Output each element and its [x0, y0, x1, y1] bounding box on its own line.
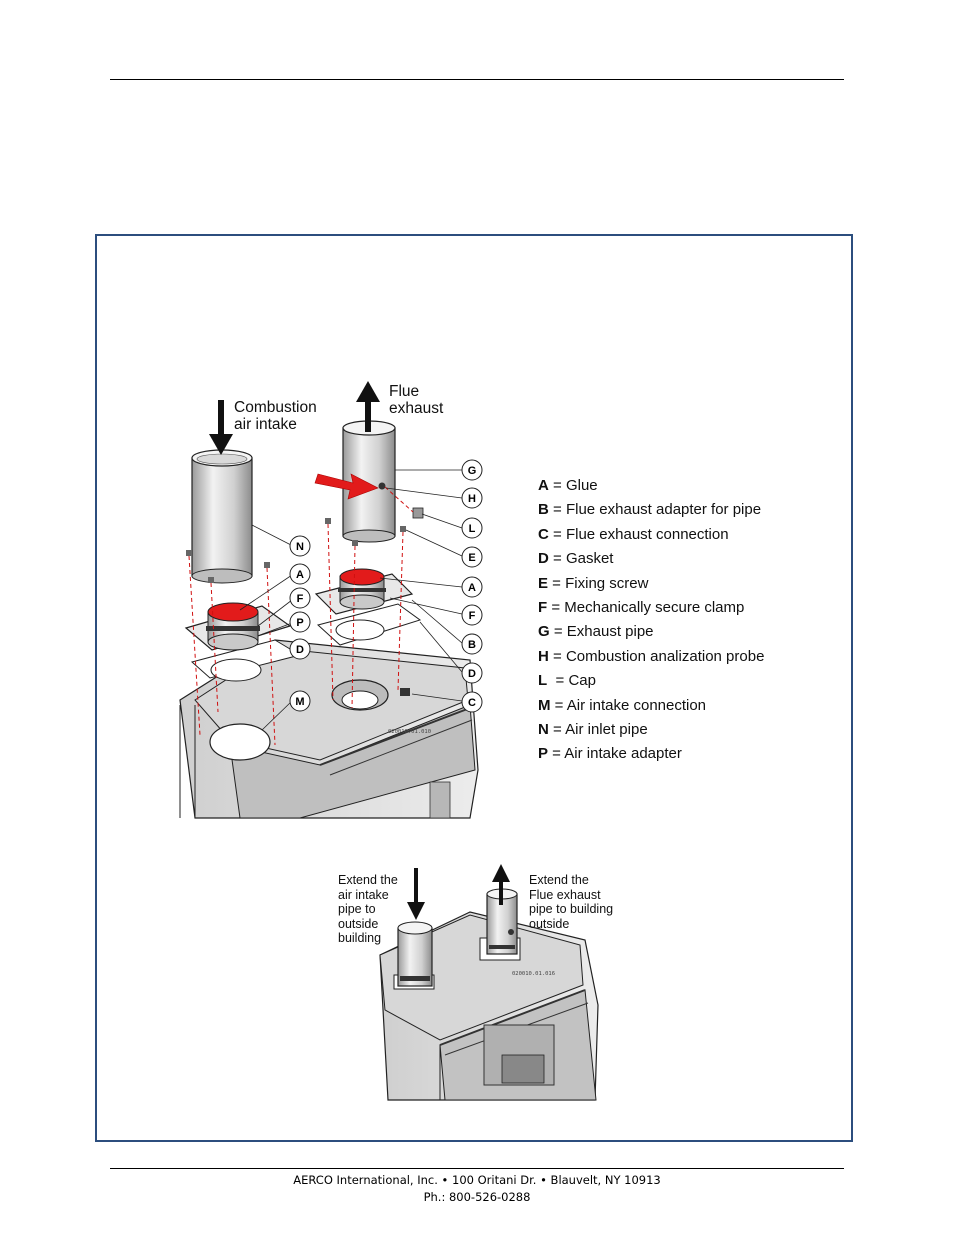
callout-n: N [296, 541, 304, 553]
installed-view-drawing: 020010.01.016 [379, 864, 599, 1101]
footer-rule [110, 1168, 844, 1169]
intake-arrow [209, 400, 233, 455]
air-inlet-pipe [191, 449, 253, 584]
legend-item-b: B = Flue exhaust adapter for pipe [538, 501, 762, 519]
legend-item-n: N = Air inlet pipe [538, 721, 648, 739]
legend-item-e: E = Fixing screw [538, 574, 649, 592]
legend-item-p: P = Air intake adapter [538, 745, 682, 763]
callout-a-left: A [296, 569, 304, 581]
legend-item-c: C = Flue exhaust connection [538, 525, 729, 543]
parts-legend: A = Glue B = Flue exhaust adapter for pi… [538, 474, 764, 767]
legend-item-f: F = Mechanically secure clamp [538, 599, 745, 617]
exhaust-pipe [342, 420, 396, 543]
callout-d-right: D [468, 668, 476, 680]
legend-item-m: M = Air intake connection [538, 696, 707, 714]
callout-m: M [295, 696, 304, 708]
flue-exhaust-adapter [314, 568, 414, 615]
legend-item-d: D = Gasket [538, 550, 614, 568]
callout-d-left: D [296, 644, 304, 656]
callout-b: B [468, 639, 476, 651]
callout-a-right: A [468, 582, 476, 594]
header-rule [110, 79, 844, 80]
air-intake-adapter [184, 602, 292, 651]
callout-circles [289, 459, 483, 713]
extend-air-intake-caption: Extend the air intake pipe to outside bu… [338, 873, 398, 945]
callout-l: L [469, 523, 476, 535]
footer-address: AERCO International, Inc. • 100 Oritani … [293, 1173, 661, 1187]
figure-frame [95, 234, 853, 1142]
boiler-cabinet: 020010.01.010 [179, 639, 479, 819]
probe-pointer-arrow [314, 473, 379, 500]
legend-item-l: L = Cap [538, 672, 596, 690]
callout-h: H [468, 493, 476, 505]
callout-f-left: F [297, 593, 304, 605]
leader-lines [239, 469, 463, 731]
cap-and-screws [186, 507, 424, 583]
callout-e: E [468, 552, 475, 564]
footer-phone: Ph.: 800-526-0288 [423, 1190, 531, 1204]
flue-exhaust-caption: Flue exhaust [389, 383, 444, 417]
callout-p: P [296, 617, 303, 629]
drawing-code-2: 020010.01.016 [512, 971, 555, 977]
drawing-code-1: 020010.01.010 [388, 729, 431, 735]
callout-g: G [468, 465, 477, 477]
exhaust-arrow [356, 381, 380, 432]
legend-item-a: A = Glue [538, 477, 598, 494]
extend-flue-exhaust-caption: Extend the Flue exhaust pipe to building… [529, 873, 614, 931]
callout-c: C [468, 697, 476, 709]
assembly-lines [188, 486, 414, 746]
legend-item-g: G = Exhaust pipe [538, 623, 654, 641]
callout-f-right: F [469, 610, 476, 622]
combustion-air-intake-caption: Combustion air intake [234, 399, 317, 433]
legend-item-h: H = Combustion analization probe [538, 647, 765, 665]
